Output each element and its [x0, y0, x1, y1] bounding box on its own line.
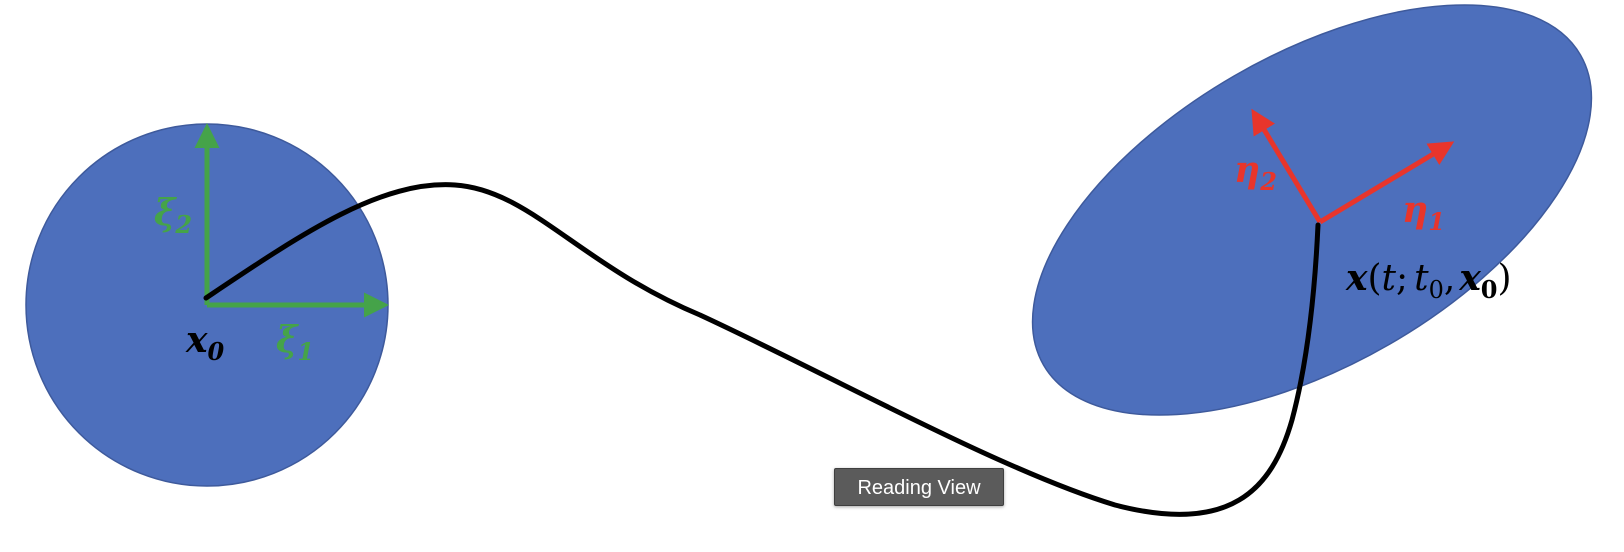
label-xi1: ξ1 [276, 319, 314, 366]
final-region [1031, 4, 1593, 416]
label-x0: x0 [185, 319, 224, 366]
eta2-vector [1251, 108, 1323, 224]
label-eta1: η1 [1402, 189, 1445, 236]
label-eta2: η2 [1234, 149, 1277, 196]
reading-view-tooltip: Reading View [834, 468, 1004, 506]
trajectory-curve [203, 182, 1321, 517]
eta1-vector [1318, 141, 1455, 225]
label-flow-map: x(t;t0,x0) [1345, 257, 1512, 304]
label-xi2: ξ2 [154, 192, 192, 239]
